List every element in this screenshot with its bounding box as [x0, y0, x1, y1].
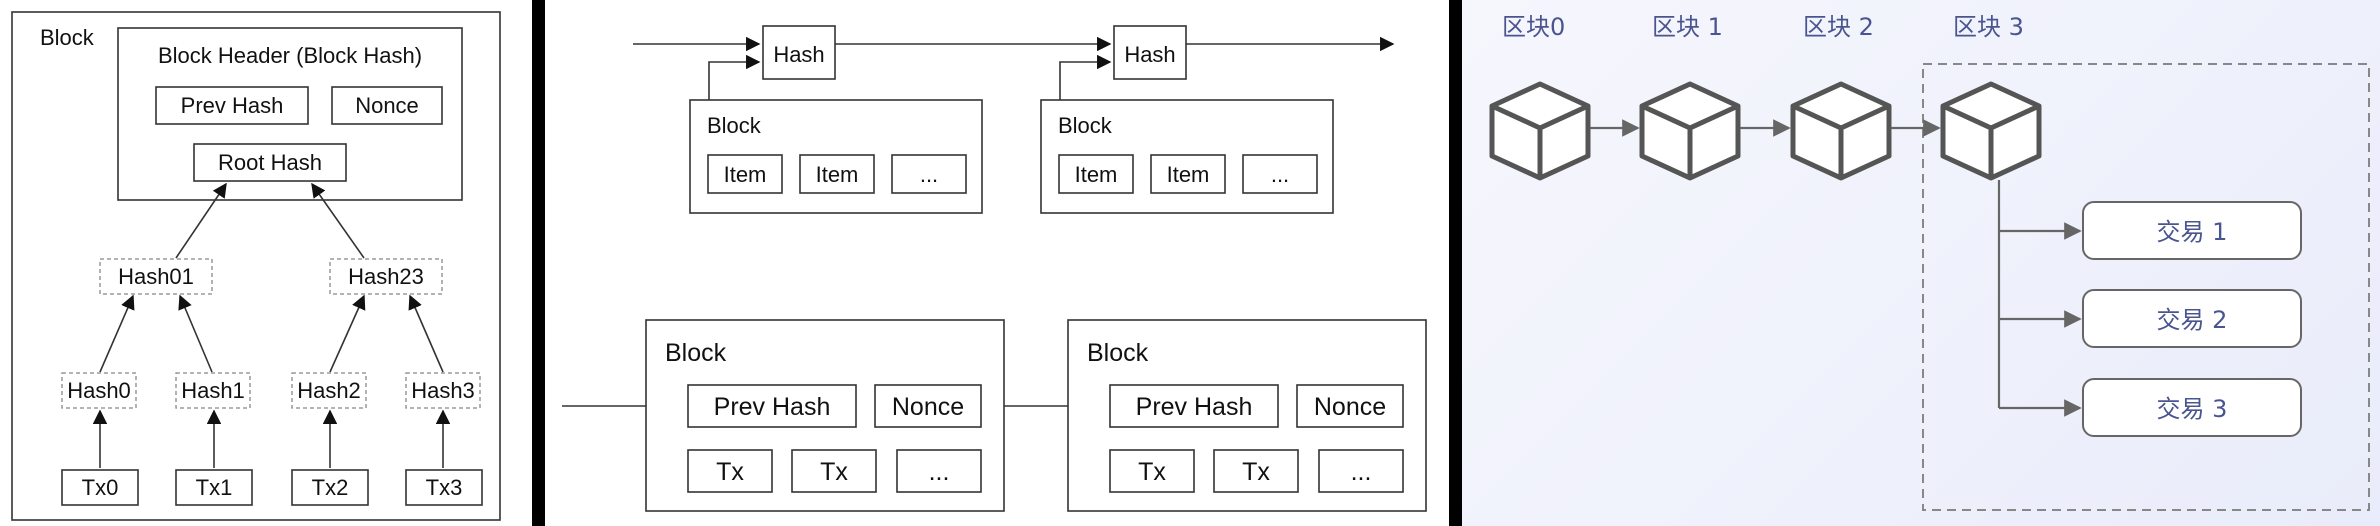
- bottom-block-2-tx-2: [1213, 449, 1299, 493]
- root-hash-box: [193, 143, 347, 182]
- bottom-block-1-tx-2-label: Tx: [820, 458, 848, 486]
- hash0-label: Hash0: [67, 378, 131, 403]
- block-2-label: 区块 2: [1803, 13, 1874, 41]
- top-block-1-ellipsis-label: ...: [920, 162, 938, 187]
- top-block-1-item-2-label: Item: [816, 162, 859, 187]
- top-block-2-ellipsis: [1242, 154, 1318, 194]
- top-block-1-item-2: [799, 154, 875, 194]
- tx1-label: Tx1: [196, 475, 233, 500]
- hash01-label: Hash01: [118, 264, 194, 289]
- top-block-1-label: Block: [707, 113, 762, 138]
- arrow-hash23-root: [311, 182, 365, 259]
- merkle-block-diagram: Block Block Header (Block Hash) Prev Has…: [11, 11, 501, 521]
- tx0-box: [61, 469, 139, 506]
- bottom-block-1-ellipsis: [896, 449, 982, 493]
- hash3-label: Hash3: [411, 378, 475, 403]
- top-hash-box-1: [762, 25, 836, 80]
- block-3-detail-frame: [1922, 63, 2370, 511]
- bottom-block-2-prev-hash: [1109, 384, 1279, 428]
- top-block-2-item-2: [1150, 154, 1226, 194]
- bottom-block-1-nonce-label: Nonce: [892, 393, 964, 421]
- bottom-block-1-label: Block: [665, 339, 727, 367]
- top-block2-to-hash-arrow: [1059, 54, 1112, 100]
- tx-1-label: 交易 1: [2157, 218, 2228, 246]
- hash-chain-panel: Hash Hash Block Item Item ... Block Item…: [545, 0, 1449, 526]
- tx-1-box: [2082, 201, 2302, 260]
- bottom-block-1-nonce: [874, 384, 982, 428]
- arrow-hash0-hash01: [99, 294, 135, 373]
- arrow-hash3-hash23: [408, 294, 444, 373]
- bottom-block-2-tx-1: [1109, 449, 1195, 493]
- bottom-block-2-nonce: [1296, 384, 1404, 428]
- cn-block-chain-diagram: 区块0 区块 1 区块 2 区块 3 交易 1 交易 2 交易 3: [1462, 13, 2370, 511]
- tx-3-box: [2082, 378, 2302, 437]
- merkle-block-panel: Block Block Header (Block Hash) Prev Has…: [0, 0, 532, 526]
- bottom-block-2-nonce-label: Nonce: [1314, 393, 1386, 421]
- arrow-hash01-root: [175, 182, 227, 259]
- tx-2-box: [2082, 289, 2302, 348]
- bottom-block-1-prev-hash: [687, 384, 857, 428]
- bottom-block-1-tx-2: [791, 449, 877, 493]
- hash1-label: Hash1: [181, 378, 245, 403]
- nonce-box: [331, 86, 443, 125]
- top-hash-box-2: [1113, 25, 1187, 80]
- bottom-block-2-ellipsis-label: ...: [1351, 458, 1372, 486]
- top-hash-label-2: Hash: [1124, 42, 1175, 67]
- block-3-label: 区块 3: [1953, 13, 2024, 41]
- tx-2-label: 交易 2: [2157, 306, 2228, 334]
- tx2-box: [291, 469, 369, 506]
- bottom-block-2-label: Block: [1087, 339, 1149, 367]
- hash2-box: [291, 372, 367, 409]
- top-block-1-item-1: [707, 154, 783, 194]
- block-2-cube-icon: [1793, 84, 1889, 178]
- top-block-2-item-2-label: Item: [1167, 162, 1210, 187]
- block-1-cube-icon: [1642, 84, 1738, 178]
- tx0-label: Tx0: [82, 475, 119, 500]
- hash01-box: [99, 258, 213, 295]
- bottom-block-1-prev-hash-label: Prev Hash: [714, 393, 831, 421]
- top-block-2-ellipsis-label: ...: [1271, 162, 1289, 187]
- hash2-label: Hash2: [297, 378, 361, 403]
- tx3-box: [405, 469, 483, 506]
- bottom-block-2-prev-hash-label: Prev Hash: [1136, 393, 1253, 421]
- tx2-label: Tx2: [312, 475, 349, 500]
- tx3-label: Tx3: [426, 475, 463, 500]
- hash23-box: [329, 258, 443, 295]
- tx1-box: [175, 469, 253, 506]
- arrow-hash1-hash01: [178, 294, 213, 373]
- block-0-label: 区块0: [1502, 13, 1565, 41]
- bottom-block-2-tx-2-label: Tx: [1242, 458, 1270, 486]
- bottom-block-1-tx-1-label: Tx: [716, 458, 744, 486]
- block-1-label: 区块 1: [1652, 13, 1723, 41]
- block-header-label: Block Header (Block Hash): [158, 43, 422, 68]
- top-block-1-ellipsis: [891, 154, 967, 194]
- prev-hash-label: Prev Hash: [181, 93, 284, 118]
- arrow-hash2-hash23: [329, 294, 366, 373]
- bottom-block-2-ellipsis: [1318, 449, 1404, 493]
- top-block-2-item-1: [1058, 154, 1134, 194]
- bottom-block-2-tx-1-label: Tx: [1138, 458, 1166, 486]
- root-hash-label: Root Hash: [218, 150, 322, 175]
- top-hash-label-1: Hash: [773, 42, 824, 67]
- cn-block-chain-panel: 区块0 区块 1 区块 2 区块 3 交易 1 交易 2 交易 3: [1462, 0, 2380, 526]
- hash0-box: [61, 372, 137, 409]
- top-block-2-label: Block: [1058, 113, 1113, 138]
- block-0-cube-icon: [1492, 84, 1588, 178]
- top-block-2-item-1-label: Item: [1075, 162, 1118, 187]
- bottom-block-1-tx-1: [687, 449, 773, 493]
- hash1-box: [175, 372, 251, 409]
- top-block1-to-hash-arrow: [708, 54, 761, 100]
- outer-block-label: Block: [40, 25, 95, 50]
- hash3-box: [405, 372, 481, 409]
- hash-chain-diagram: Hash Hash Block Item Item ... Block Item…: [562, 25, 1427, 512]
- hash23-label: Hash23: [348, 264, 424, 289]
- block-3-cube-icon: [1943, 84, 2039, 178]
- nonce-label: Nonce: [355, 93, 419, 118]
- tx-3-label: 交易 3: [2157, 395, 2228, 423]
- bottom-block-1-ellipsis-label: ...: [929, 458, 950, 486]
- prev-hash-box: [155, 86, 309, 125]
- top-block-1-item-1-label: Item: [724, 162, 767, 187]
